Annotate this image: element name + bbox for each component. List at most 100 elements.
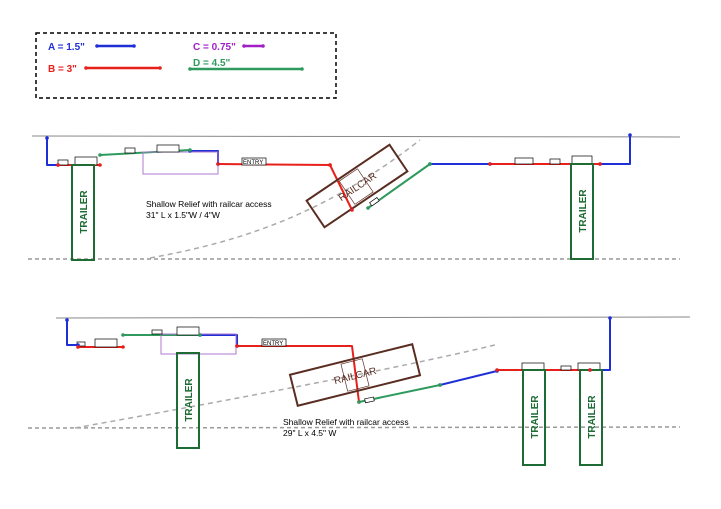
- segment-b: [329, 164, 353, 211]
- building-line-2: [55, 316, 691, 319]
- segment-a: [46, 138, 58, 166]
- joint-dot: [198, 333, 202, 337]
- joint-dot: [132, 44, 136, 48]
- layout-1: ENTRY RAILCAR TRAILER TRAILER Shallow Re…: [28, 135, 681, 261]
- detail-box: [94, 338, 118, 348]
- joint-dot: [235, 344, 239, 348]
- trailer-body: [570, 163, 594, 260]
- joint-dot: [56, 163, 60, 167]
- segment-a: [600, 135, 631, 165]
- segment-a: [66, 320, 78, 346]
- joint-dot: [188, 67, 192, 71]
- railcar: RAILCAR: [288, 343, 422, 407]
- entry-label: ENTRY: [263, 341, 283, 347]
- trailer-body: [522, 369, 546, 466]
- detail-box: [521, 362, 545, 371]
- joint-dot: [95, 44, 99, 48]
- detail-box: [57, 159, 69, 166]
- annex-box: [160, 333, 237, 355]
- trailer-label: TRAILER: [587, 395, 598, 439]
- legend-label-b: B = 3": [48, 64, 77, 75]
- trailer-right: TRAILER: [579, 369, 603, 466]
- segment-a: [590, 318, 611, 371]
- joint-dot: [588, 368, 592, 372]
- railcar-door: [338, 168, 374, 205]
- trailer-left: TRAILER: [71, 164, 95, 261]
- joint-dot: [357, 400, 361, 404]
- joint-dot: [608, 316, 612, 320]
- trailer-body: [176, 352, 200, 449]
- legend: A = 1.5" B = 3" C = 0.75" D = 4.5": [35, 32, 337, 99]
- joint-dot: [65, 318, 69, 322]
- caption-line-2: 29" L x 4.5" W: [283, 428, 336, 438]
- joint-dot: [438, 383, 442, 387]
- detail-box: [571, 155, 593, 165]
- trailer-label: TRAILER: [184, 378, 195, 422]
- detail-box: [74, 156, 98, 166]
- segment-joints: [45, 44, 632, 404]
- railcar-body: [288, 343, 422, 407]
- joint-dot: [628, 133, 632, 137]
- trailer-body: [71, 164, 95, 261]
- building-line-1: [31, 135, 681, 138]
- detail-box: [124, 147, 136, 154]
- detail-box: [156, 144, 180, 153]
- railcar: RAILCAR: [305, 143, 409, 229]
- trailer-left: TRAILER: [176, 352, 200, 449]
- joint-dot: [428, 162, 432, 166]
- joint-dot: [216, 162, 220, 166]
- segment-a: [190, 150, 219, 164]
- trailer-label: TRAILER: [530, 395, 541, 439]
- joint-dot: [121, 333, 125, 337]
- detail-box: [364, 396, 375, 404]
- joint-dot: [366, 206, 370, 210]
- joint-dot: [495, 368, 499, 372]
- trailer-label: TRAILER: [79, 190, 90, 234]
- joint-dot: [98, 153, 102, 157]
- joint-dot: [45, 136, 49, 140]
- joint-dot: [261, 44, 265, 48]
- railcar-body: [305, 143, 409, 229]
- ground-line-2: [27, 426, 681, 429]
- detail-box: [151, 329, 163, 335]
- detail-box: [549, 158, 561, 165]
- legend-label-c: C = 0.75": [193, 42, 236, 53]
- detail-box: [369, 197, 380, 207]
- joint-dot: [188, 148, 192, 152]
- segment-b: [217, 163, 331, 166]
- detail-box: [514, 157, 534, 165]
- trailer-mid: TRAILER: [522, 369, 546, 466]
- trailer-label: TRAILER: [578, 189, 589, 233]
- joint-dot: [598, 162, 602, 166]
- detail-box: [560, 365, 572, 371]
- joint-dot: [328, 163, 332, 167]
- annex-box: [142, 151, 219, 175]
- joint-dot: [84, 66, 88, 70]
- legend-box: [35, 32, 337, 99]
- caption-line-1: Shallow Relief with railcar access: [146, 199, 272, 209]
- entry-label: ENTRY: [243, 160, 263, 166]
- joint-dot: [98, 163, 102, 167]
- joint-dot: [158, 66, 162, 70]
- joint-dot: [488, 162, 492, 166]
- trailer-right: TRAILER: [570, 163, 594, 260]
- rail-track-1: [149, 139, 421, 259]
- joint-dot: [300, 67, 304, 71]
- joint-dot: [350, 208, 354, 212]
- caption-line-1: Shallow Relief with railcar access: [283, 417, 409, 427]
- railcar-door: [340, 358, 370, 392]
- joint-dot: [121, 345, 125, 349]
- joint-dot: [76, 345, 80, 349]
- rail-track-2: [74, 344, 496, 429]
- entry-box: [241, 157, 267, 166]
- segment-a: [200, 334, 238, 346]
- legend-label-a: A = 1.5": [48, 42, 85, 53]
- legend-label-d: D = 4.5": [193, 58, 231, 69]
- detail-box: [176, 326, 200, 336]
- joint-dot: [242, 44, 246, 48]
- layout-2: ENTRY RAILCAR TRAILER TRAILER TRAILER Sh…: [27, 316, 691, 466]
- entry-box: [261, 338, 287, 347]
- caption-line-2: 31" L x 1.5"W / 4"W: [146, 210, 220, 220]
- segment-a: [439, 370, 498, 386]
